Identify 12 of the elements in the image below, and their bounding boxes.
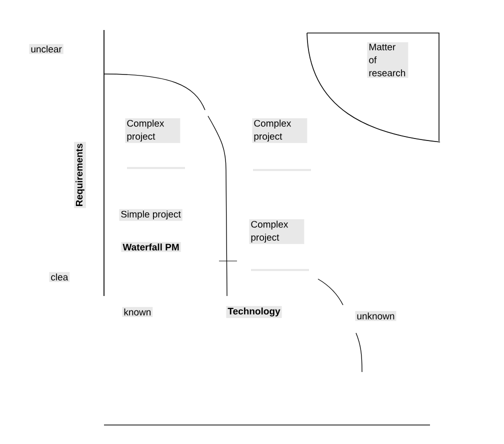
- axis-label: unclear: [29, 44, 64, 54]
- axis-label: Technology: [226, 306, 282, 318]
- axis-label: unknown: [355, 311, 396, 321]
- research-region: Matter of research: [306, 32, 440, 142]
- area-label: Complex project: [125, 118, 180, 144]
- axis-label: Requirements: [74, 142, 86, 208]
- area-label: Complex project: [249, 219, 304, 244]
- axis-label: known: [122, 307, 153, 317]
- area-label: Complex project: [252, 118, 308, 144]
- area-label: Simple project: [119, 209, 182, 221]
- axis-label: clea: [49, 272, 70, 282]
- area-label: Waterfall PM: [121, 242, 181, 252]
